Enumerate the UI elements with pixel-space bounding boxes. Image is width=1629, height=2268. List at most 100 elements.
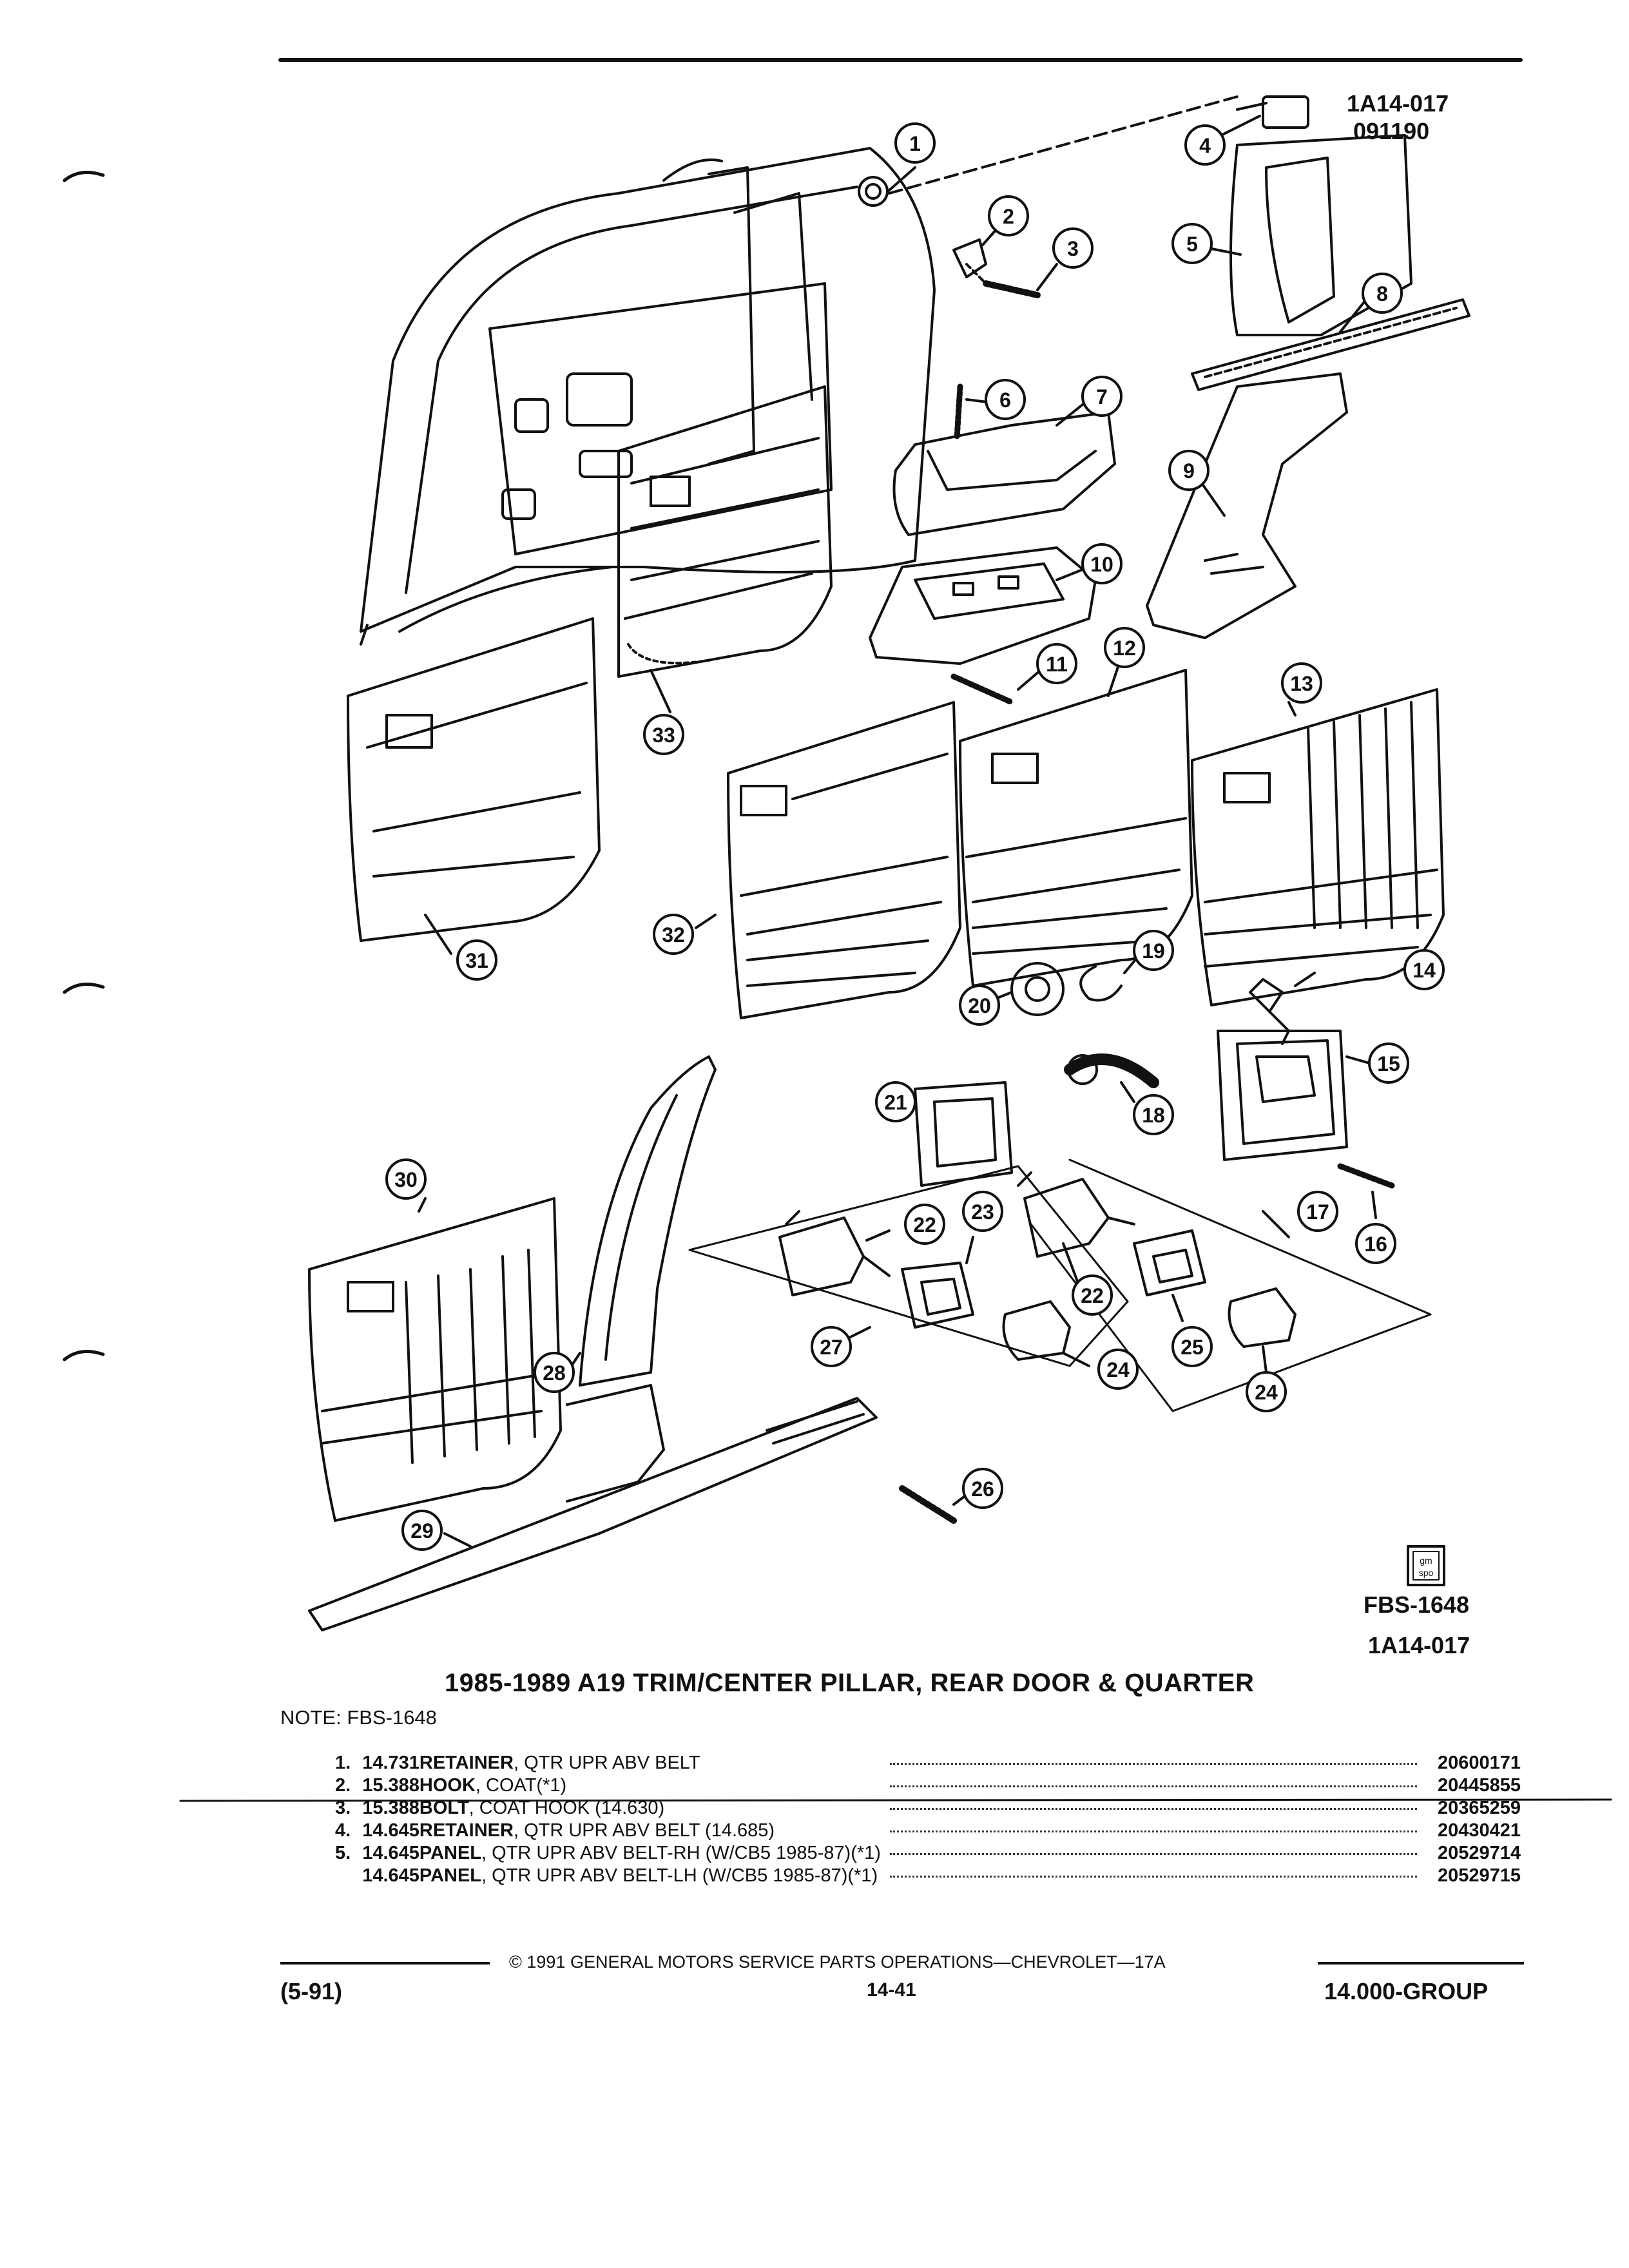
- part-10-armrest-base: [869, 546, 1097, 665]
- item-detail: , COAT HOOK (14.630): [468, 1798, 665, 1818]
- part-1-retainer: [858, 95, 1239, 207]
- svg-text:19: 19: [1142, 939, 1165, 963]
- svg-text:6: 6: [999, 389, 1011, 412]
- item-number: 3.: [335, 1798, 351, 1818]
- part-number: 20529714: [1437, 1843, 1521, 1863]
- callout-33: 33: [643, 714, 684, 755]
- item-name: RETAINER: [419, 1820, 514, 1841]
- svg-text:22: 22: [913, 1213, 936, 1236]
- callout-1: 1: [894, 122, 936, 164]
- item-name: HOOK: [419, 1775, 476, 1796]
- callout-22: 22: [904, 1204, 945, 1245]
- part-22-switch: [1017, 1171, 1135, 1296]
- svg-text:29: 29: [410, 1519, 434, 1542]
- callout-18: 18: [1133, 1094, 1174, 1135]
- margin-mark: [63, 171, 105, 182]
- leader-dots: [881, 1865, 1425, 1888]
- part-31-door-panel: [347, 617, 601, 955]
- svg-text:33: 33: [652, 724, 675, 747]
- item-name: PANEL: [419, 1843, 482, 1863]
- callout-23: 23: [962, 1191, 1003, 1232]
- svg-text:17: 17: [1306, 1200, 1329, 1224]
- callout-26: 26: [962, 1468, 1003, 1509]
- callout-12: 12: [1104, 627, 1145, 668]
- item-number: 2.: [335, 1775, 351, 1796]
- item-name: RETAINER: [419, 1753, 514, 1773]
- callout-15: 15: [1368, 1043, 1409, 1084]
- part-29-rocker-panel: [308, 1384, 878, 1631]
- part-11-screw: [950, 669, 1042, 706]
- item-name: PANEL: [419, 1865, 482, 1886]
- svg-text:16: 16: [1364, 1233, 1387, 1256]
- item-detail: , QTR UPR ABV BELT (14.685): [513, 1820, 775, 1841]
- part-23-switch: [901, 1236, 974, 1329]
- item-ref: 15.388: [362, 1798, 419, 1818]
- svg-text:25: 25: [1181, 1336, 1204, 1359]
- item-ref: 14.645: [362, 1843, 419, 1863]
- footer-right: 14.000-GROUP: [1324, 1978, 1489, 2004]
- callout-32: 32: [653, 914, 694, 955]
- item-description: BOLT, COAT HOOK (14.630): [419, 1798, 881, 1820]
- svg-text:23: 23: [971, 1200, 994, 1224]
- svg-text:27: 27: [820, 1336, 843, 1359]
- callout-4: 4: [1184, 124, 1226, 166]
- svg-text:31: 31: [465, 949, 488, 972]
- item-ref: 14.731: [362, 1753, 419, 1773]
- item-detail: , COAT(*1): [475, 1775, 567, 1796]
- svg-text:15: 15: [1377, 1052, 1400, 1075]
- callout-19: 19: [1133, 930, 1174, 971]
- part-number: 20365259: [1437, 1798, 1521, 1818]
- part-16-screw: [1337, 1163, 1395, 1219]
- part-number: 20430421: [1437, 1820, 1521, 1841]
- item-ref: 14.645: [362, 1820, 419, 1841]
- callout-2: 2: [988, 195, 1029, 236]
- leader-dots: [881, 1753, 1425, 1775]
- svg-text:7: 7: [1096, 385, 1108, 408]
- svg-text:24: 24: [1106, 1358, 1130, 1381]
- callout-24: 24: [1097, 1349, 1139, 1390]
- leader-dots: [881, 1843, 1425, 1865]
- callout-22: 22: [1072, 1274, 1113, 1316]
- svg-text:18: 18: [1142, 1104, 1165, 1127]
- part-9-quarter-trim: [1146, 372, 1348, 639]
- item-description: PANEL, QTR UPR ABV BELT-RH (W/CB5 1985-8…: [419, 1843, 881, 1865]
- header-date: 091190: [1353, 118, 1430, 144]
- part-33-door-panel: [617, 385, 833, 713]
- part-number: 20600171: [1437, 1753, 1521, 1773]
- copyright: © 1991 GENERAL MOTORS SERVICE PARTS OPER…: [509, 1952, 1166, 1972]
- body-shell-drawing: [360, 147, 936, 646]
- part-32-door-panel: [695, 701, 961, 1019]
- callout-8: 8: [1362, 273, 1403, 314]
- svg-text:12: 12: [1113, 637, 1136, 660]
- part-5-quarter-panel: [1207, 134, 1412, 336]
- svg-text:4: 4: [1199, 134, 1211, 157]
- bottom-border-rule: [179, 1798, 1612, 1802]
- part-2-coat-hook: [952, 227, 999, 278]
- callout-21: 21: [875, 1081, 916, 1122]
- callout-20: 20: [959, 985, 1000, 1026]
- part-18-window-handle: [1064, 1053, 1159, 1103]
- margin-mark: [63, 983, 105, 994]
- part-30-door-panel: [308, 1197, 562, 1522]
- part-14-clip: [1249, 972, 1316, 1045]
- callout-10: 10: [1081, 543, 1123, 584]
- callout-25: 25: [1171, 1326, 1213, 1367]
- item-description: RETAINER, QTR UPR ABV BELT (14.685): [419, 1820, 881, 1843]
- svg-text:30: 30: [394, 1168, 418, 1191]
- callout-14: 14: [1403, 949, 1445, 990]
- svg-text:11: 11: [1046, 653, 1068, 676]
- callout-13: 13: [1281, 662, 1322, 704]
- svg-text:14: 14: [1412, 959, 1436, 982]
- svg-text:spo: spo: [1419, 1568, 1434, 1578]
- svg-text:gm: gm: [1420, 1555, 1432, 1566]
- svg-text:5: 5: [1186, 233, 1198, 256]
- part-24-clip: [1228, 1287, 1296, 1374]
- page-number: 14-41: [867, 1979, 916, 2001]
